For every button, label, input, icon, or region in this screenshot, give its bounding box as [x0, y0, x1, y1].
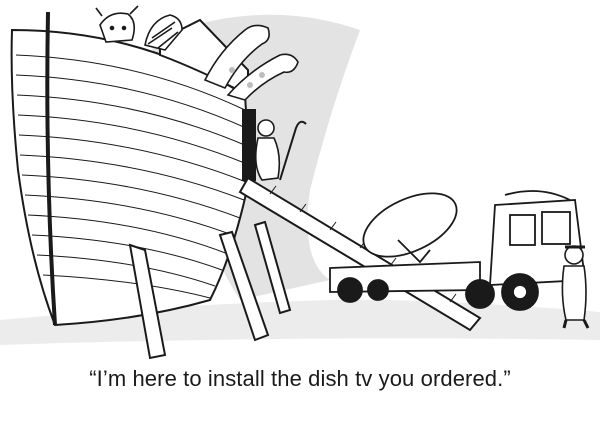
cartoon-illustration	[0, 5, 600, 360]
satellite-dish	[329, 192, 481, 303]
truck	[465, 190, 587, 311]
animals	[95, 5, 299, 101]
installer	[561, 245, 590, 329]
noah	[254, 119, 307, 181]
ark	[10, 11, 256, 327]
caption-text: “I’m here to install the dish tv you ord…	[89, 366, 511, 391]
